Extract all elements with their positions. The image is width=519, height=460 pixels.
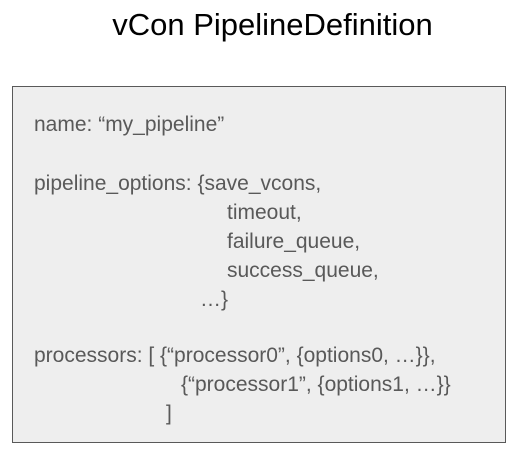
pipeline-option-timeout: timeout, — [227, 201, 302, 224]
name-line: name: “my_pipeline” — [34, 113, 225, 136]
processors-close: ] — [166, 402, 172, 425]
processors-line: processors: [ {“processor0”, {options0, … — [34, 344, 436, 367]
definition-box — [12, 86, 506, 443]
diagram-title: vCon PipelineDefinition — [112, 7, 433, 42]
pipeline-options-close: …} — [200, 288, 229, 311]
processor-1-line: {“processor1”, {options1, …}} — [181, 373, 451, 396]
pipeline-option-failure-queue: failure_queue, — [227, 230, 361, 253]
pipeline-option-success-queue: success_queue, — [227, 259, 379, 282]
pipeline-options-line: pipeline_options: {save_vcons, — [34, 172, 322, 195]
